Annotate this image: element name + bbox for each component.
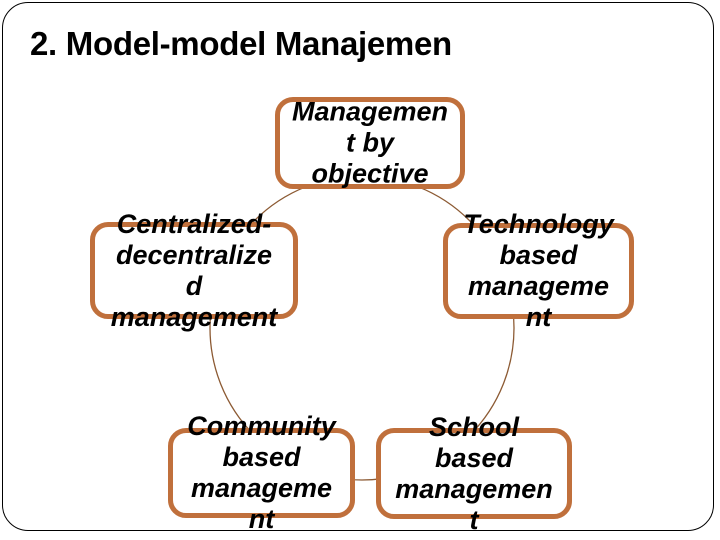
node-community-based-management[interactable]: Community based manageme nt xyxy=(168,411,355,534)
node-technology-based-management-label: Technology based manageme nt xyxy=(463,209,614,332)
node-management-by-objective[interactable]: Managemen t by objective xyxy=(275,97,465,189)
node-centralized-decentralized-management[interactable]: Centralized- decentralize d management xyxy=(90,209,298,332)
node-technology-based-management[interactable]: Technology based manageme nt xyxy=(443,209,634,332)
node-community-based-management-label: Community based manageme nt xyxy=(187,411,336,534)
node-school-based-management-label: School based managemen t xyxy=(395,411,553,535)
node-school-based-management[interactable]: School based managemen t xyxy=(376,412,572,535)
node-management-by-objective-label: Managemen t by objective xyxy=(291,96,449,189)
node-centralized-decentralized-management-label: Centralized- decentralize d management xyxy=(110,208,278,332)
page-title: 2. Model-model Manajemen xyxy=(30,25,452,62)
